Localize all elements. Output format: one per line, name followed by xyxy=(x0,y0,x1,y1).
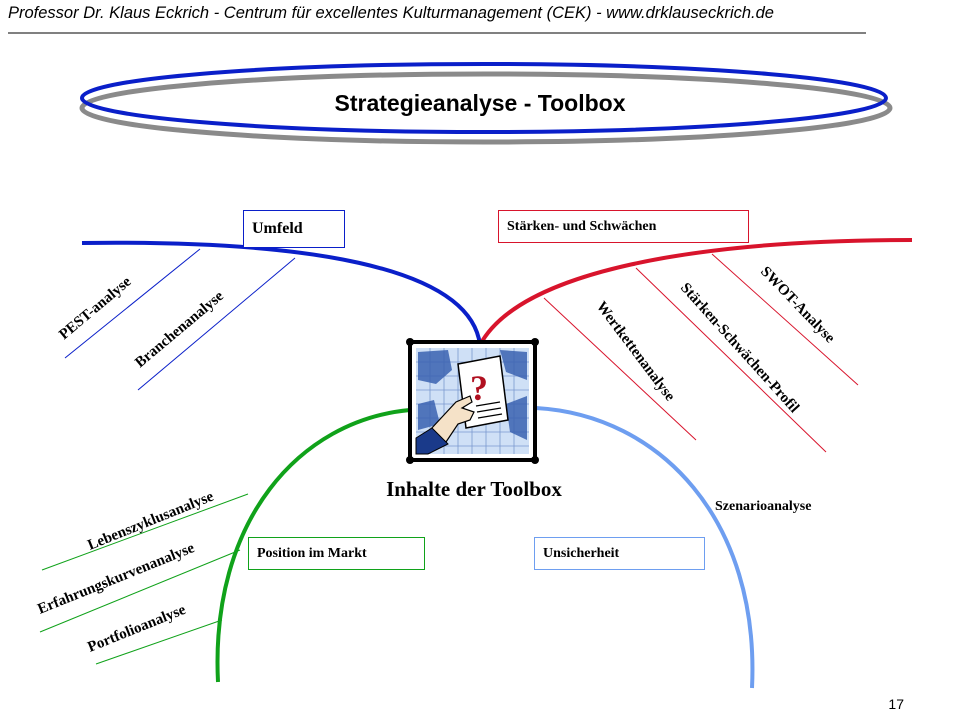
sub-line-erfahrungskurve xyxy=(39,549,241,633)
sub-line-pest xyxy=(64,248,201,359)
sub-line-staerken-profil xyxy=(635,267,827,453)
box-umfeld-label: Umfeld xyxy=(252,220,303,237)
svg-text:?: ? xyxy=(470,368,488,408)
box-position-label: Position im Markt xyxy=(257,545,367,561)
branch-umfeld-line xyxy=(81,240,482,346)
branch-staerken-line xyxy=(478,238,913,346)
box-position-im-markt: Position im Markt xyxy=(248,537,425,570)
page-title: Strategieanalyse - Toolbox xyxy=(335,90,626,116)
sub-line-wertkette xyxy=(543,297,697,441)
center-label: Inhalte der Toolbox xyxy=(386,477,562,501)
page-number: 17 xyxy=(888,696,904,712)
branch-position-line xyxy=(215,408,411,683)
box-unsicherheit: Unsicherheit xyxy=(534,537,705,570)
box-staerken-schwaechen: Stärken- und Schwächen xyxy=(498,210,749,243)
title-oval-blue xyxy=(80,62,888,134)
branch-item-wertkettenanalyse: Wertkettenanalyse xyxy=(593,299,678,405)
branch-item-portfolioanalyse: Portfolioanalyse xyxy=(86,602,189,656)
box-umfeld: Umfeld xyxy=(243,210,345,248)
branch-item-pest-analyse: PEST-analyse xyxy=(56,274,134,343)
sub-line-branche xyxy=(137,257,296,391)
branch-item-lebenszyklusanalyse: Lebenszyklusanalyse xyxy=(86,488,217,553)
sub-line-portfolio xyxy=(95,619,223,665)
branch-unsicherheit-line xyxy=(535,406,755,689)
sub-line-swot xyxy=(711,253,859,386)
box-unsicherheit-label: Unsicherheit xyxy=(543,545,620,561)
sub-line-lebenszyklus xyxy=(41,493,249,571)
header-text: Professor Dr. Klaus Eckrich - Centrum fü… xyxy=(8,4,774,22)
title-oval-gray xyxy=(79,71,893,145)
branch-item-szenarioanalyse: Szenarioanalyse xyxy=(715,499,811,514)
branch-item-branchenanalyse: Branchenanalyse xyxy=(132,288,227,371)
question-document-hand-icon: ? xyxy=(406,338,539,464)
box-staerken-label: Stärken- und Schwächen xyxy=(507,218,657,234)
